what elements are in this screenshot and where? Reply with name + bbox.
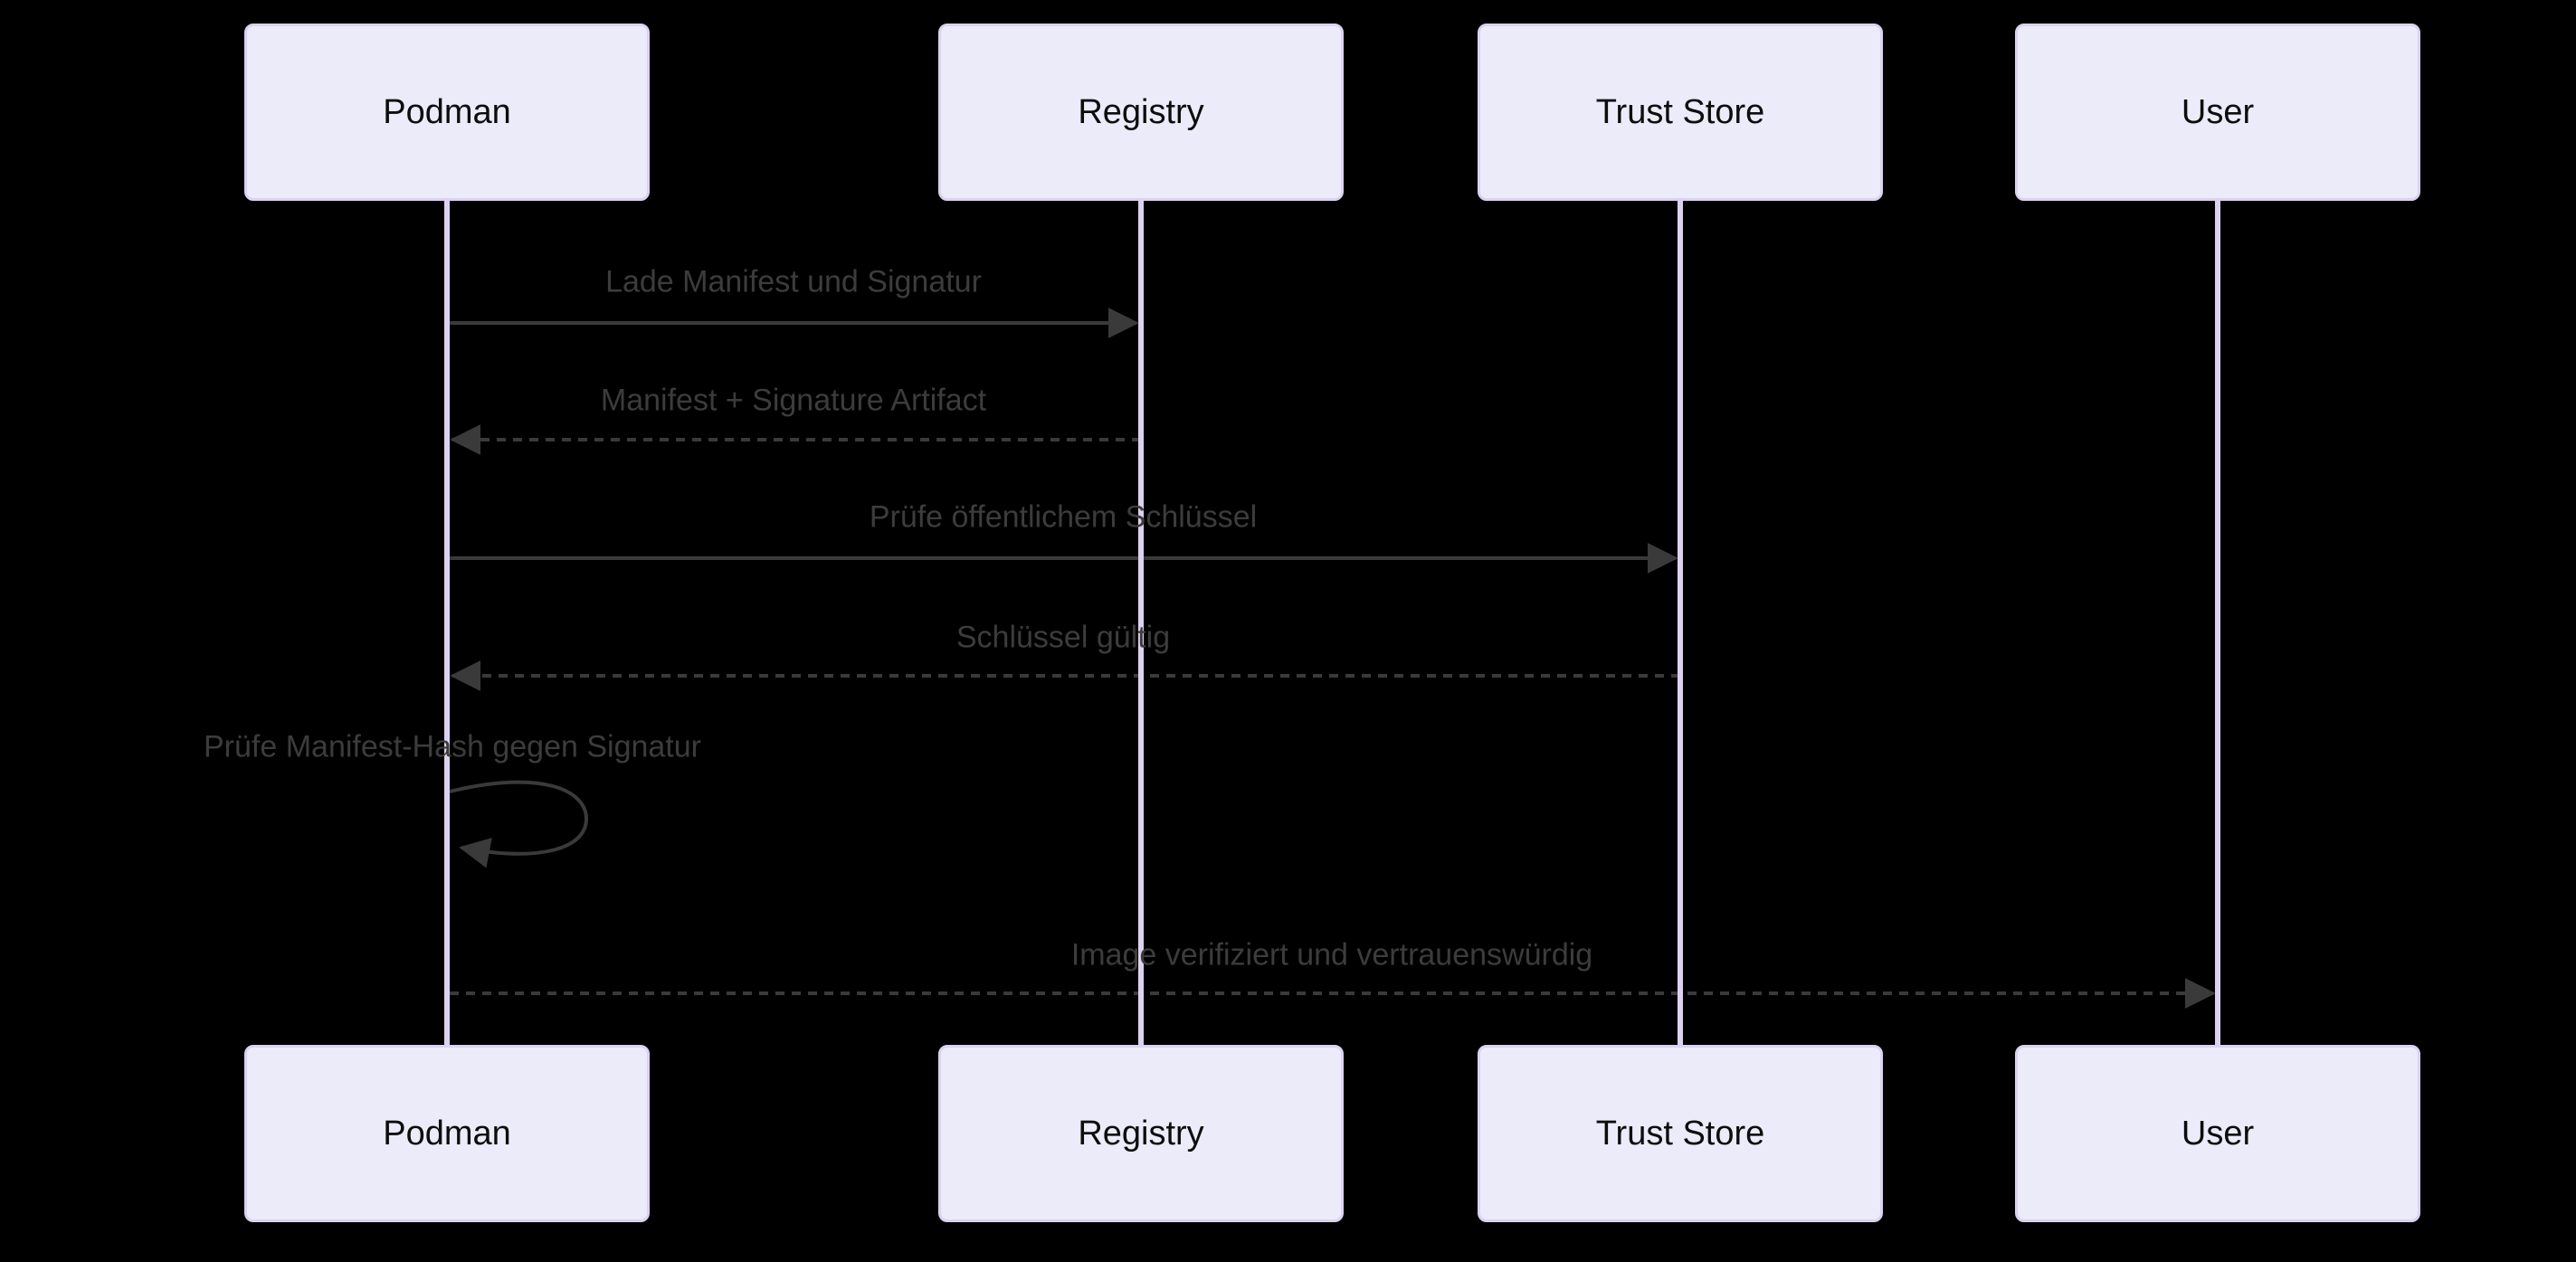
actor-user-top: User xyxy=(2015,24,2420,201)
message-label-schluessel-gueltig: Schlüssel gültig xyxy=(955,620,1171,655)
actor-label: Trust Store xyxy=(1595,1114,1765,1153)
message-label-lade-manifest: Lade Manifest und Signatur xyxy=(605,264,982,299)
actor-label: User xyxy=(2181,92,2255,131)
actor-label: Podman xyxy=(383,1114,511,1153)
lifeline-registry xyxy=(1138,199,1144,1047)
lifeline-podman xyxy=(444,199,450,1047)
actor-label: Registry xyxy=(1078,1114,1204,1153)
message-label-image-verifiziert: Image verifiziert und vertrauenswürdig xyxy=(1070,937,1593,973)
actor-user-bottom: User xyxy=(2015,1045,2420,1222)
message-label-pruefe-manifest-hash: Prüfe Manifest-Hash gegen Signatur xyxy=(204,729,701,764)
actor-label: Registry xyxy=(1078,92,1204,131)
actor-trust-store-bottom: Trust Store xyxy=(1478,1045,1883,1222)
actor-registry-bottom: Registry xyxy=(938,1045,1344,1222)
actor-label: Podman xyxy=(383,92,511,131)
actor-podman-bottom: Podman xyxy=(244,1045,650,1222)
actor-label: User xyxy=(2181,1114,2255,1153)
lifeline-user xyxy=(2215,199,2220,1047)
message-label-pruefe-schluessel: Prüfe öffentlichem Schlüssel xyxy=(869,499,1258,535)
actor-podman-top: Podman xyxy=(244,24,650,201)
lifeline-trust-store xyxy=(1678,199,1683,1047)
arrow-self-loop-manifest-hash xyxy=(449,780,589,868)
actor-trust-store-top: Trust Store xyxy=(1478,24,1883,201)
actor-registry-top: Registry xyxy=(938,24,1344,201)
actor-label: Trust Store xyxy=(1595,92,1765,131)
message-label-manifest-signature-artifact: Manifest + Signature Artifact xyxy=(600,383,987,418)
